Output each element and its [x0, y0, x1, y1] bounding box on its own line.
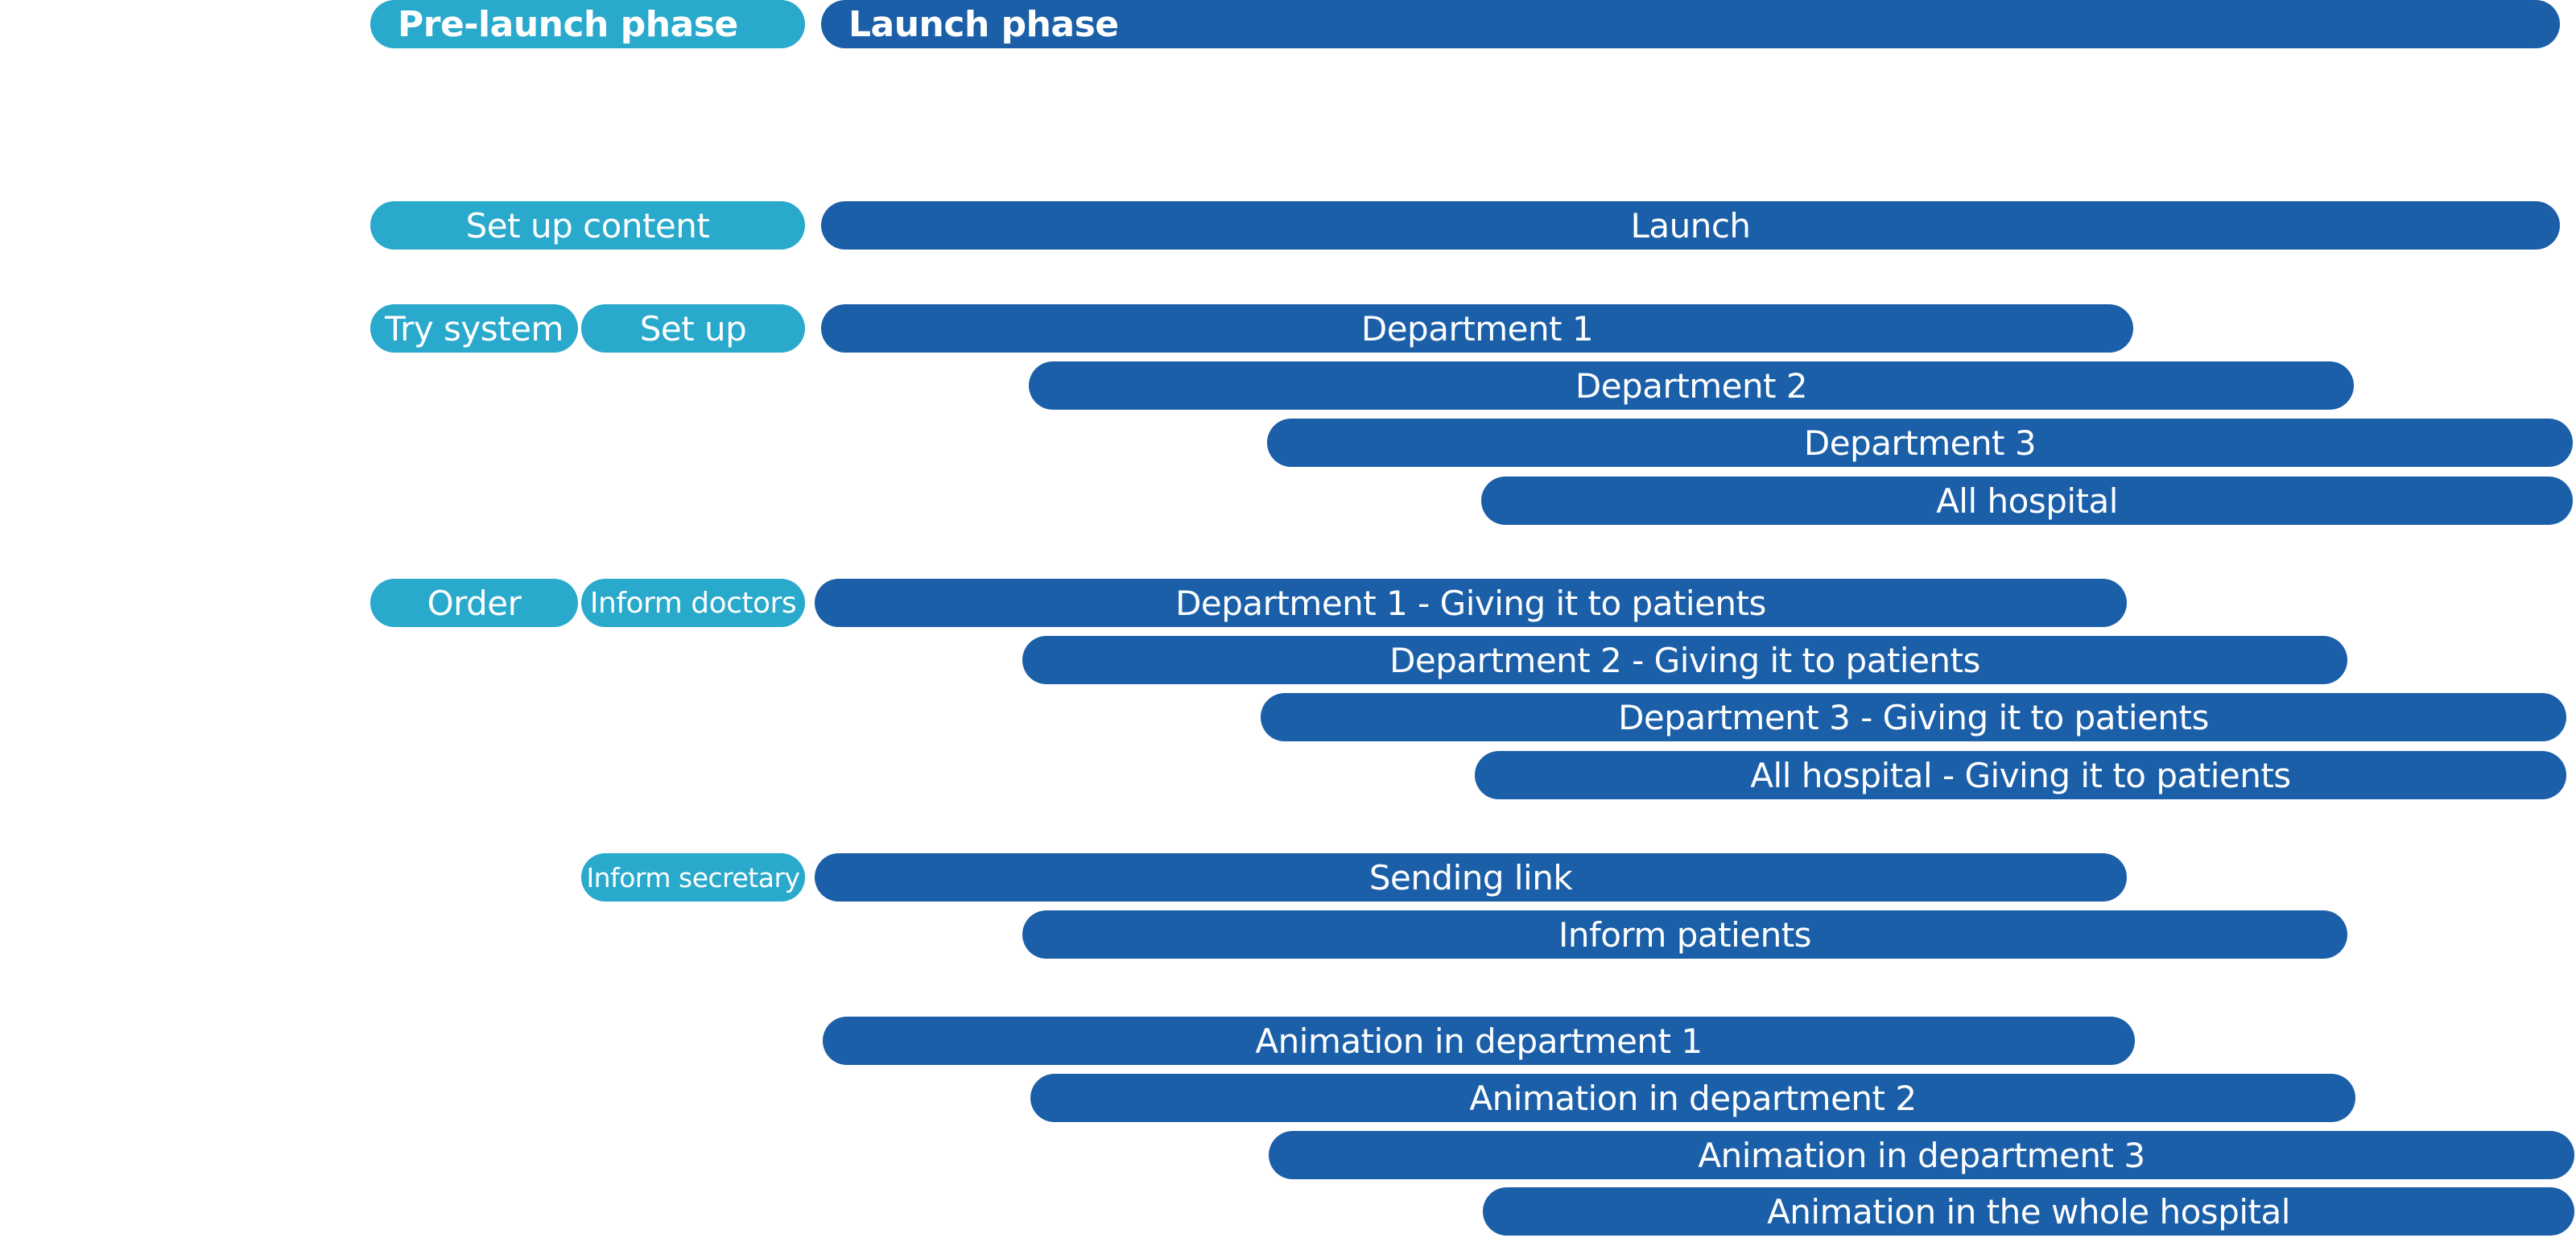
launch-bar: Launch — [821, 201, 2560, 250]
department-1-giving-bar: Department 1 - Giving it to patients — [815, 579, 2127, 627]
order-bar: Order — [370, 579, 578, 627]
animation-department-1-bar: Animation in department 1 — [823, 1017, 2135, 1065]
inform-doctors-bar: Inform doctors — [581, 579, 805, 627]
all-hospital-bar: All hospital — [1481, 477, 2573, 525]
animation-whole-hospital-bar: Animation in the whole hospital — [1483, 1187, 2574, 1236]
department-1-bar: Department 1 — [821, 304, 2133, 353]
animation-department-3-bar: Animation in department 3 — [1269, 1131, 2574, 1179]
all-hospital-giving-bar: All hospital - Giving it to patients — [1475, 751, 2566, 799]
inform-patients-bar: Inform patients — [1022, 910, 2347, 959]
try-system-bar: Try system — [370, 304, 578, 353]
department-3-bar: Department 3 — [1267, 419, 2573, 467]
launch-phase-header: Launch phase — [821, 0, 2560, 48]
department-2-giving-bar: Department 2 - Giving it to patients — [1022, 636, 2347, 684]
inform-secretary-bar: Inform secretary — [581, 853, 805, 902]
animation-department-2-bar: Animation in department 2 — [1030, 1074, 2355, 1122]
department-2-bar: Department 2 — [1029, 361, 2354, 410]
set-up-bar: Set up — [581, 304, 805, 353]
pre-launch-phase-header: Pre-launch phase — [370, 0, 805, 48]
set-up-content-bar: Set up content — [370, 201, 805, 250]
sending-link-bar: Sending link — [815, 853, 2127, 902]
department-3-giving-bar: Department 3 - Giving it to patients — [1261, 693, 2566, 741]
